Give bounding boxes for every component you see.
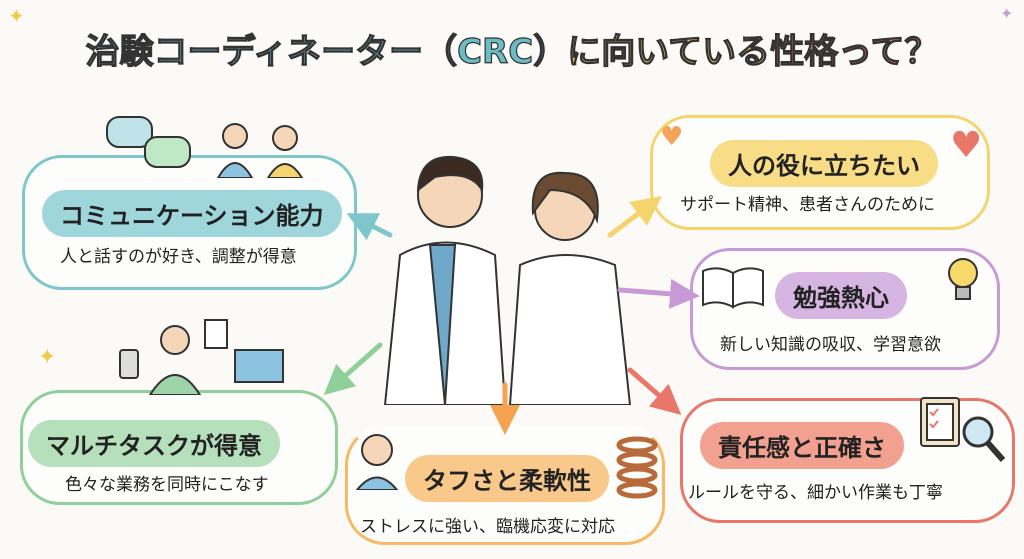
clipboard-checklist-icon (920, 397, 960, 447)
trait-title: コミュニケーション能力 (42, 190, 342, 237)
sparkle-icon: ✦ (38, 345, 57, 370)
trait-title: 勉強熱心 (775, 272, 907, 319)
arrow (323, 342, 383, 395)
trait-desc: ストレスに強い、臨機応変に対応 (360, 517, 615, 537)
trait-desc: 新しい知識の吸収、学習意欲 (720, 335, 941, 355)
people-talking-icon (216, 123, 304, 178)
trait-desc: 色々な業務を同時にこなす (65, 475, 269, 495)
speech-bubbles-icon (106, 116, 191, 168)
smiling-person-icon (355, 434, 399, 490)
sparkle-icon: ✦ (1000, 4, 1014, 23)
heart-icon: ♥ (950, 125, 983, 166)
arrow (607, 196, 662, 238)
heart-hand-icon: ♥ (660, 122, 684, 152)
magnifier-icon (962, 416, 1006, 462)
trait-desc: ルールを守る、細かい作業も丁寧 (688, 483, 943, 503)
book-icon (702, 267, 764, 309)
arrow (346, 213, 393, 241)
arrow (627, 367, 682, 415)
lightbulb-icon (948, 258, 978, 300)
trait-title: タフさと柔軟性 (405, 455, 609, 502)
trait-title: 人の役に立ちたい (710, 140, 938, 187)
trait-title: マルチタスクが得意 (28, 420, 280, 467)
trait-desc: サポート精神、患者さんのために (680, 195, 935, 215)
doctors-illustration (383, 155, 632, 405)
spring-icon (616, 436, 658, 499)
trait-title: 責任感と正確さ (700, 422, 904, 469)
sparkle-icon: ✦ (8, 4, 25, 28)
page-title: 治験コーディネーター（CRC）に向いている性格って？ (85, 31, 939, 72)
trait-desc: 人と話すのが好き、調整が得意 (60, 247, 297, 267)
arrow (617, 278, 700, 309)
multitasking-person-icon (119, 319, 284, 395)
